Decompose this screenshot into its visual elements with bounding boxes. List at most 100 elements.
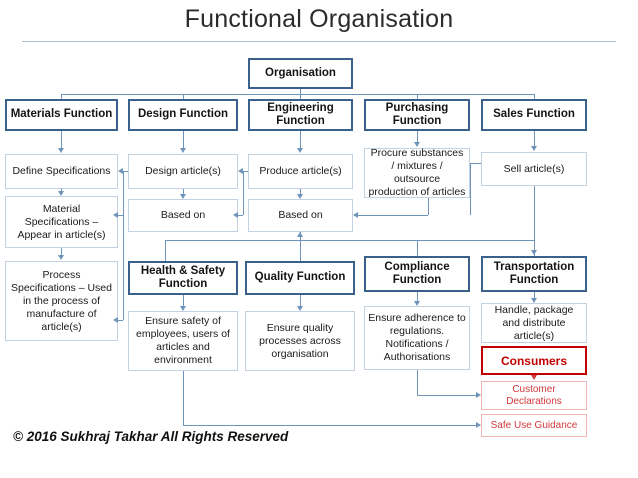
arrow-down-icon [530, 375, 537, 380]
safe-use-guidance-label: Safe Use Guidance [490, 419, 578, 431]
arrow-left-icon [233, 211, 238, 218]
step-box-process-specifications[interactable]: Process Specifications – Used in the pro… [5, 261, 118, 341]
step-label: Ensure quality processes across organisa… [259, 321, 341, 360]
arrow-down-icon [530, 298, 537, 303]
arrow-down-icon [530, 146, 537, 151]
step-box-ensure-safety[interactable]: Ensure safety of employees, users of art… [128, 311, 238, 371]
function-header-design[interactable]: Design Function [128, 99, 238, 131]
connector-compliance-to-customer-declarations [417, 395, 476, 396]
step-label: Based on [160, 209, 206, 221]
function-header-engineering[interactable]: Engineering Function [248, 99, 353, 131]
function-header-purchasing[interactable]: Purchasing Function [364, 99, 470, 131]
customer-declarations-box[interactable]: Customer Declarations [481, 381, 587, 410]
connector-eng-basedon-elbow [243, 171, 244, 215]
arrow-down-icon [413, 301, 420, 306]
connector-bus-to-engineering [300, 94, 301, 99]
step-box-define-specifications[interactable]: Define Specifications [5, 154, 118, 189]
arrow-right-icon [476, 421, 481, 428]
connector-left-rail [123, 215, 124, 320]
function-header-health-safety[interactable]: Health & Safety Function [128, 261, 238, 295]
step-label: Based on [278, 209, 323, 221]
connector-sales-down [534, 131, 535, 146]
step-box-ensure-adherence[interactable]: Ensure adherence to regulations. Notific… [364, 306, 470, 370]
function-header-label: Health & Safety Function [140, 264, 226, 291]
arrow-left-icon [113, 211, 118, 218]
arrow-down-icon [179, 306, 186, 311]
arrow-down-icon [179, 148, 186, 153]
connector-bus-to-materials [61, 94, 62, 99]
function-header-label: Quality Function [254, 271, 346, 284]
copyright-notice: © 2016 Sukhraj Takhar All Rights Reserve… [13, 429, 289, 444]
arrow-down-icon [530, 250, 537, 255]
connector-bus-to-compliance [417, 240, 418, 256]
connector-bus-to-design [183, 94, 184, 99]
connector-hs-down [183, 295, 184, 306]
arrow-down-icon [296, 306, 303, 311]
function-header-label: Materials Function [10, 108, 113, 121]
connector-engineering-down [300, 131, 301, 148]
function-header-label: Design Function [137, 108, 229, 121]
step-box-design-articles[interactable]: Design article(s) [128, 154, 238, 189]
consumers-label: Consumers [500, 353, 568, 368]
page-title: Functional Organisation [184, 5, 454, 33]
step-box-sell-articles[interactable]: Sell article(s) [481, 152, 587, 186]
connector-design-basedon-to-material [118, 215, 123, 216]
step-box-material-specifications[interactable]: Material Specifications – Appear in arti… [5, 196, 118, 248]
connector-design-to-define [123, 171, 128, 172]
connector-bus-to-quality [300, 240, 301, 261]
step-label: Design article(s) [145, 165, 221, 177]
connector-bus-to-sales [534, 94, 535, 99]
connector-procure-to-engineering [358, 215, 428, 216]
connector-bus-to-health-safety [165, 240, 166, 261]
step-box-design-based-on[interactable]: Based on [128, 199, 238, 232]
function-header-compliance[interactable]: Compliance Function [364, 256, 470, 292]
function-header-transportation[interactable]: Transportation Function [481, 256, 587, 292]
connector-quality-down [300, 295, 301, 306]
connector-purchasing-down [417, 131, 418, 142]
step-label: Define Specifications [12, 165, 111, 177]
connector-bus-to-transportation [534, 240, 535, 256]
connector-procure-drop [428, 198, 429, 215]
step-label: Produce article(s) [259, 165, 342, 177]
organisation-label: Organisation [265, 66, 336, 79]
step-box-engineering-based-on[interactable]: Based on [248, 199, 353, 232]
connector-materials-down [61, 131, 62, 148]
step-label: Material Specifications – Appear in arti… [17, 202, 106, 241]
step-box-handle-package-distribute[interactable]: Handle, package and distribute article(s… [481, 303, 587, 343]
connector-hs-to-safe-use [183, 425, 476, 426]
connector-transportation-down [534, 292, 535, 298]
arrow-down-icon [57, 148, 64, 153]
arrow-left-icon [238, 167, 243, 174]
step-label: Sell article(s) [503, 162, 565, 175]
connector-design-basedon-elbow [123, 171, 124, 215]
arrow-down-icon [413, 142, 420, 147]
safe-use-guidance-box[interactable]: Safe Use Guidance [481, 414, 587, 437]
organisation-box[interactable]: Organisation [248, 58, 353, 89]
connector-produce-to-basedon [300, 189, 301, 194]
function-header-sales[interactable]: Sales Function [481, 99, 587, 131]
arrow-down-icon [179, 194, 186, 199]
function-header-label: Compliance Function [384, 260, 450, 287]
arrow-down-icon [57, 191, 64, 196]
function-header-quality[interactable]: Quality Function [245, 261, 355, 295]
step-box-produce-articles[interactable]: Produce article(s) [248, 154, 353, 189]
consumers-box[interactable]: Consumers [481, 346, 587, 375]
connector-bus-to-purchasing [417, 94, 418, 99]
arrow-right-icon [476, 391, 481, 398]
step-label: Ensure adherence to regulations. Notific… [368, 312, 466, 363]
arrow-down-icon [296, 194, 303, 199]
step-box-ensure-quality[interactable]: Ensure quality processes across organisa… [245, 311, 355, 371]
arrow-down-icon [57, 255, 64, 260]
connector-design-down [183, 131, 184, 148]
connector-compliance-drop [417, 370, 418, 395]
function-header-label: Purchasing Function [385, 101, 449, 128]
connector-purchasing-right-drop [470, 163, 471, 215]
step-box-procure-substances[interactable]: Procure substances / mixtures / outsourc… [364, 147, 470, 198]
connector-root-down [300, 89, 301, 95]
customer-declarations-label: Customer Declarations [506, 383, 562, 407]
step-label: Ensure safety of employees, users of art… [136, 315, 230, 366]
arrow-up-icon [296, 232, 303, 237]
function-header-label: Sales Function [493, 108, 575, 121]
connector-define-to-material [61, 189, 62, 191]
function-header-materials[interactable]: Materials Function [5, 99, 118, 131]
